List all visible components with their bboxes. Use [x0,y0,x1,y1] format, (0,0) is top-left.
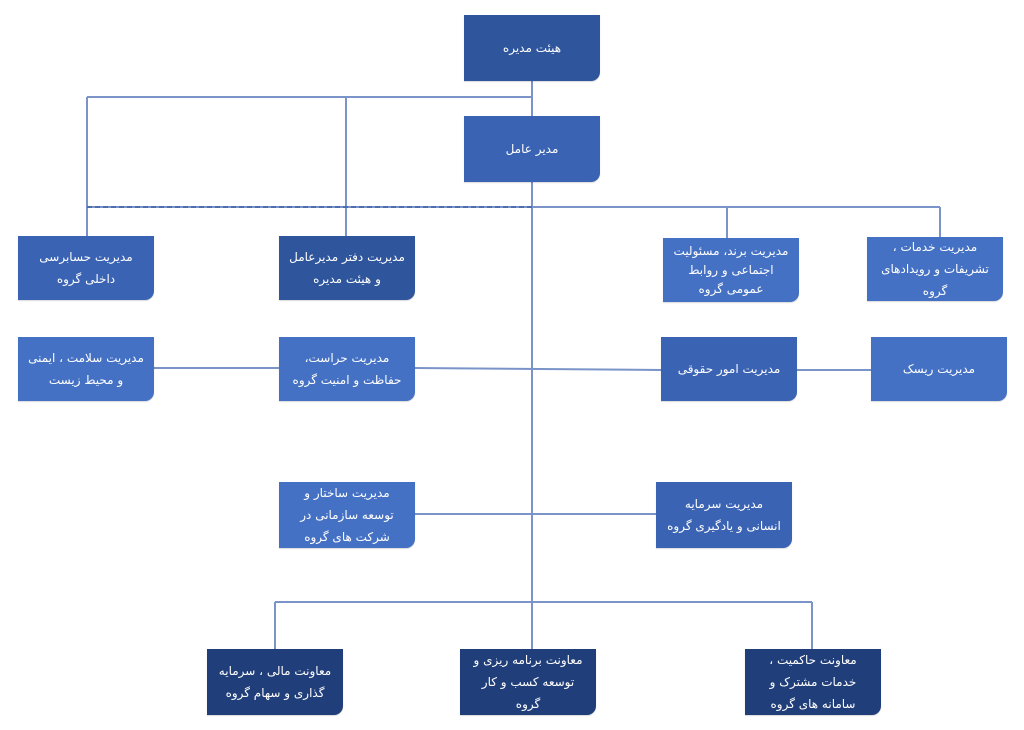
node-finance-deputy-label: معاونت مالی ، سرمایه گذاری و سهام گروه [218,664,332,700]
node-ceremonies: مدیریت خدمات ، تشریفات و رویدادهای گروه [867,237,1003,301]
node-ceo: مدیر عامل [464,116,600,182]
node-legal-label: مدیریت امور حقوقی [677,362,781,376]
node-ceremonies-label: مدیریت خدمات ، تشریفات و رویدادهای گروه [881,240,989,298]
node-brand-pr: مدیریت برند، مسئولیت اجتماعی و روابط عمو… [663,238,799,302]
node-internal-audit-label: مدیریت حسابرسی داخلی گروه [39,250,133,286]
node-finance-deputy: معاونت مالی ، سرمایه گذاری و سهام گروه [207,649,343,715]
node-legal: مدیریت امور حقوقی [661,337,797,401]
node-internal-audit: مدیریت حسابرسی داخلی گروه [18,236,154,300]
node-structure-label: مدیریت ساختار و توسعه سازمانی در شرکت ها… [300,486,394,544]
node-ceo-office: مدیریت دفتر مدیرعامل و هیئت مدیره [279,236,415,300]
node-planning-deputy: معاونت برنامه ریزی و توسعه کسب و کار گرو… [460,649,596,715]
node-board: هیئت مدیره [464,15,600,81]
node-hse-label: مدیریت سلامت ، ایمنی و محیط زیست [28,351,144,387]
node-risk-label: مدیریت ریسک [902,362,976,376]
node-security-label: مدیریت حراست، حفاظت و امنیت گروه [292,351,402,387]
node-human-capital-label: مدیریت سرمایه انسانی و یادگیری گروه [667,497,781,533]
node-board-label: هیئت مدیره [502,41,562,55]
node-risk: مدیریت ریسک [871,337,1007,401]
node-security: مدیریت حراست، حفاظت و امنیت گروه [279,337,415,401]
node-governance-deputy-label: معاونت حاکمیت ، خدمات مشترک و سامانه های… [769,653,857,711]
node-ceo-label: مدیر عامل [505,142,559,156]
node-planning-deputy-label: معاونت برنامه ریزی و توسعه کسب و کار گرو… [473,653,583,711]
node-ceo-office-label: مدیریت دفتر مدیرعامل و هیئت مدیره [289,250,405,286]
node-structure: مدیریت ساختار و توسعه سازمانی در شرکت ها… [279,482,415,548]
node-governance-deputy: معاونت حاکمیت ، خدمات مشترک و سامانه های… [745,649,881,715]
node-brand-pr-label: مدیریت برند، مسئولیت اجتماعی و روابط عمو… [673,243,789,296]
node-hse: مدیریت سلامت ، ایمنی و محیط زیست [18,337,154,401]
connector-security-legal [413,367,663,371]
node-human-capital: مدیریت سرمایه انسانی و یادگیری گروه [656,482,792,548]
